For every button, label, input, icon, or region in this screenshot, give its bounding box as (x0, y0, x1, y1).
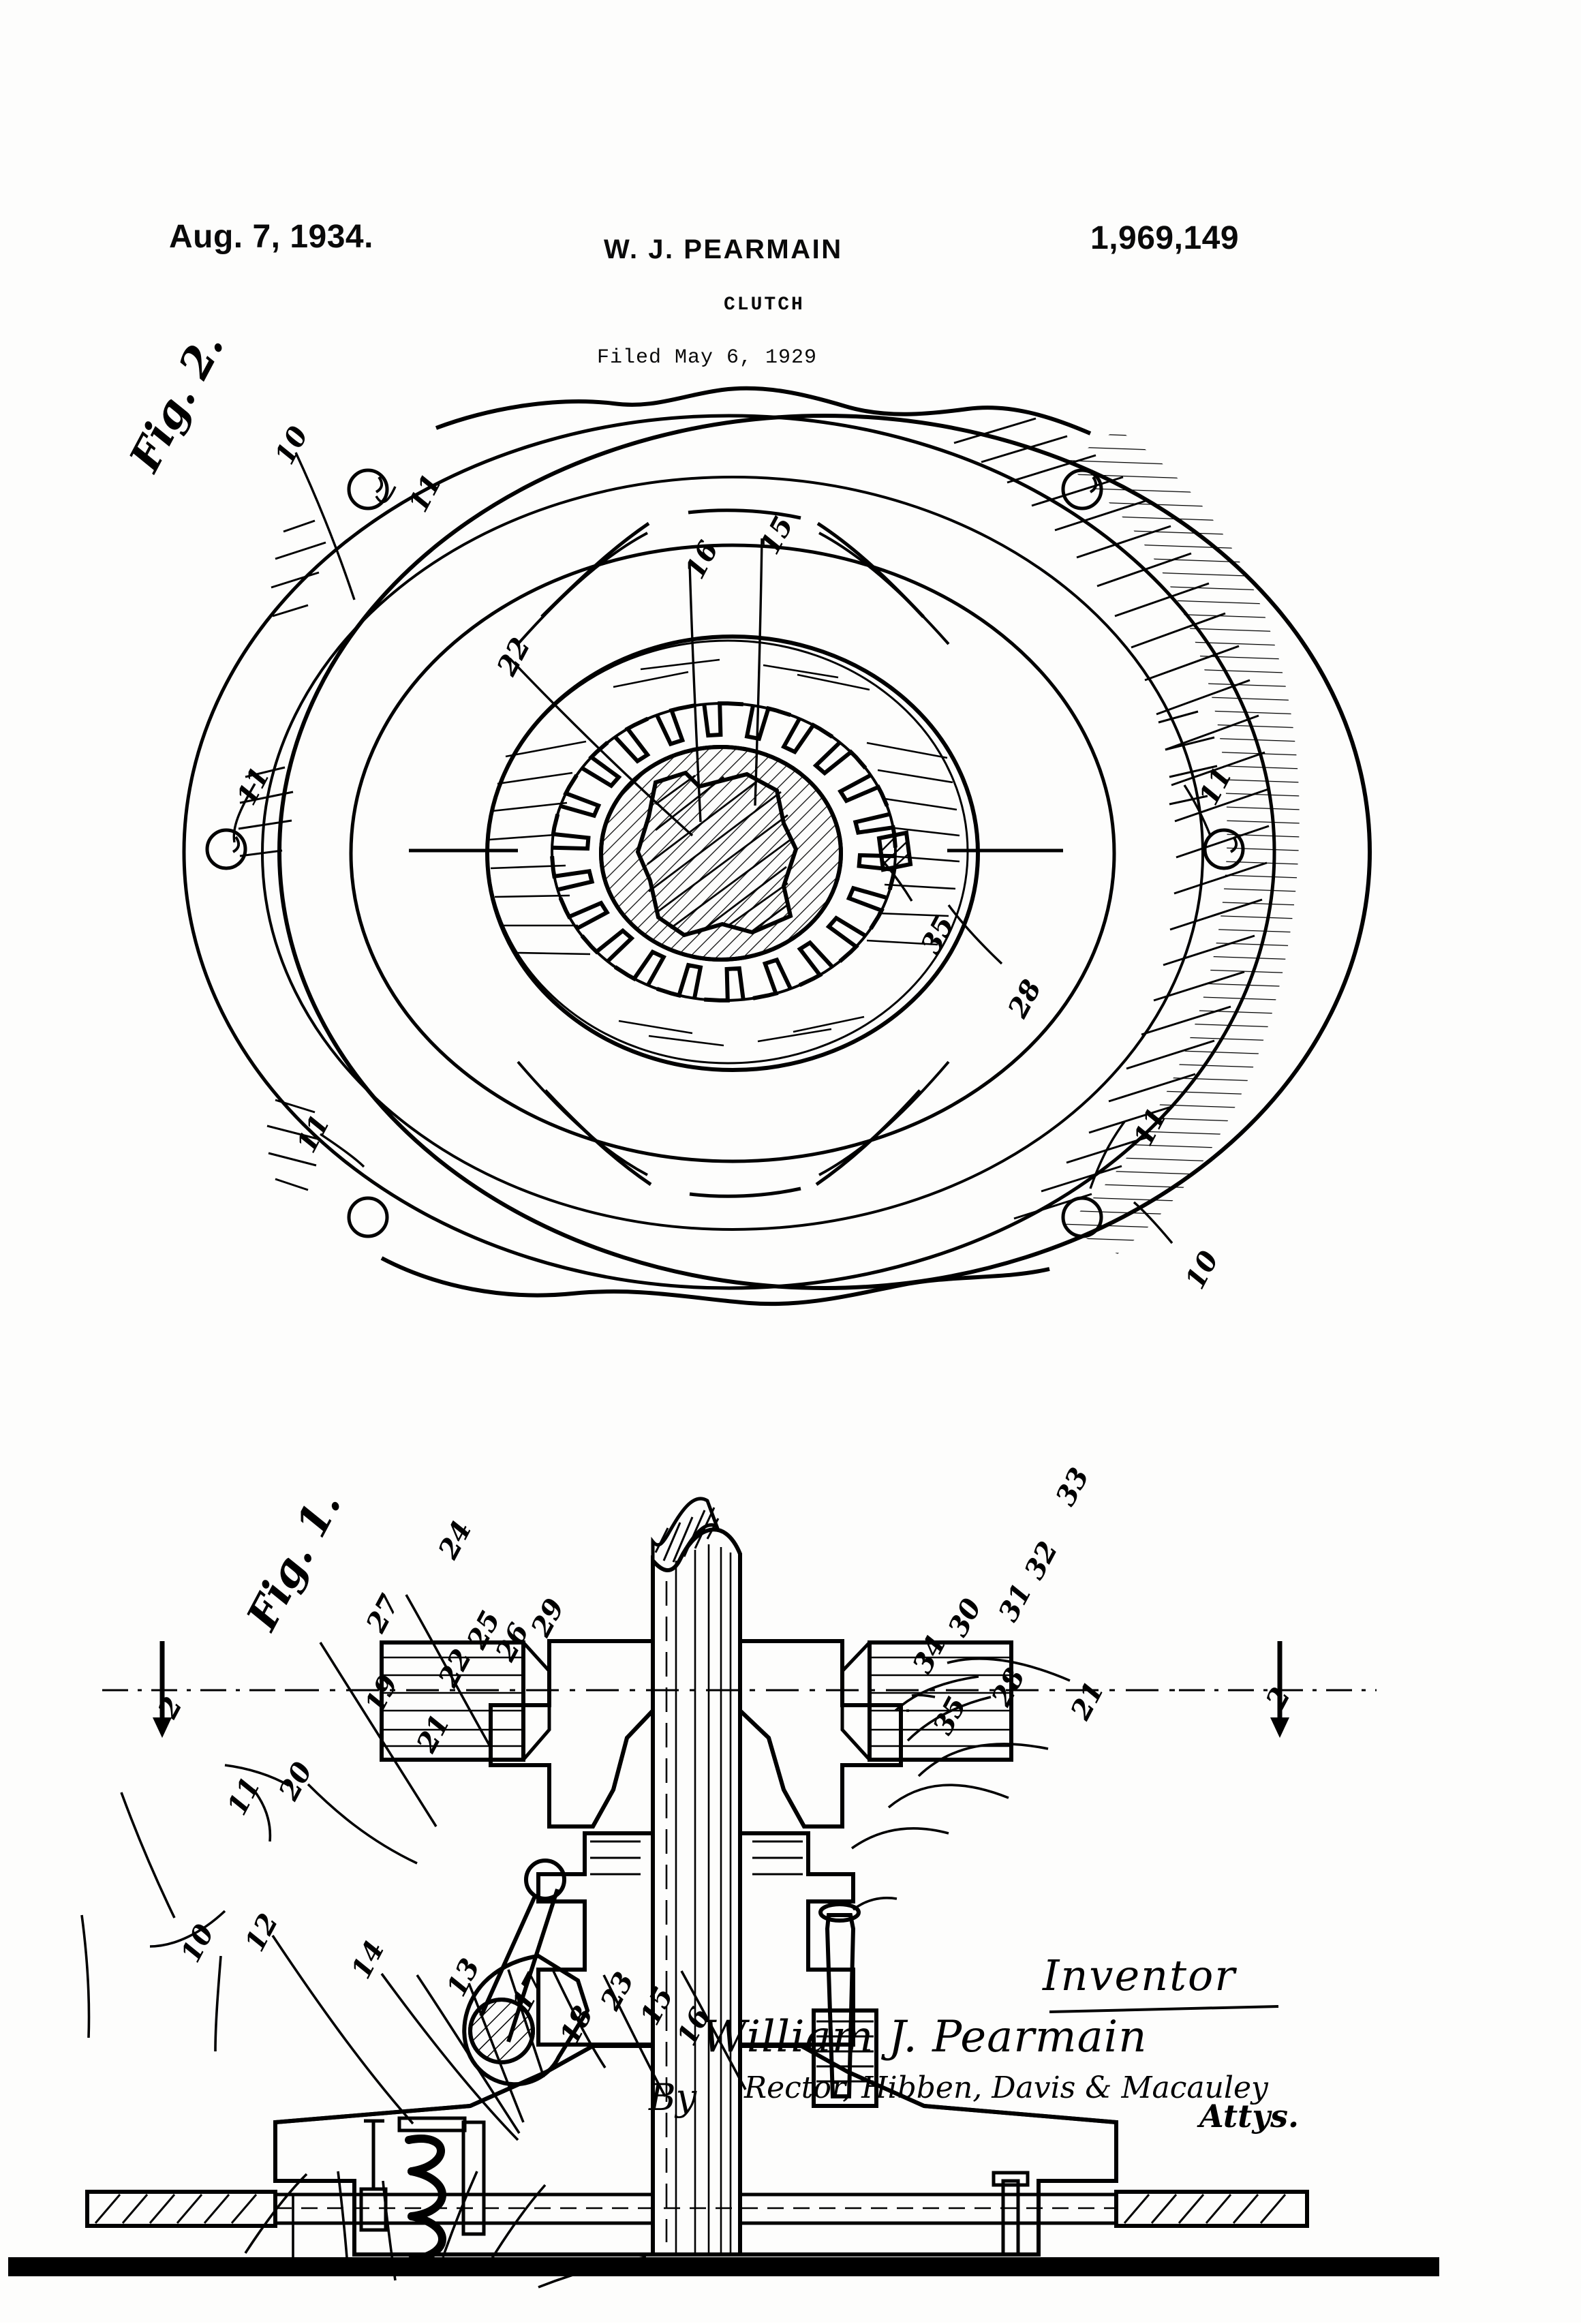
fig2-leaders (232, 452, 1212, 1244)
attys-label: Attys. (1199, 2098, 1300, 2135)
page-footer-bar (8, 2257, 1439, 2276)
fig1-flange-bolts (992, 2171, 1030, 2257)
fig1-shaft (651, 1497, 742, 2257)
fig2-flange-hatch (238, 519, 1218, 1191)
inventor-initials: W. J. PEARMAIN (604, 234, 843, 264)
figure-2-drawing (182, 386, 1372, 1306)
by-label: By (649, 2076, 697, 2119)
fig2-internal-gear-teeth (550, 701, 897, 1003)
inventor-heading: Inventor (1043, 1951, 1236, 2000)
fig1-lower-flange (85, 2044, 1309, 2257)
patent-title: CLUTCH (724, 294, 805, 316)
inventor-underline (1049, 2005, 1279, 2013)
inventor-signature: William J. Pearmain (702, 2012, 1148, 2062)
figure-1-drawing (80, 1497, 1377, 2289)
fig1-release-spring (359, 2116, 486, 2264)
patent-date: Aug. 7, 1934. (169, 219, 373, 255)
fig1-section-line-2-2 (102, 1641, 1377, 1738)
attorney-firm: Rector, Hibben, Davis & Macauley (744, 2070, 1268, 2105)
fig2-shaft-hatch (647, 774, 791, 935)
fig1-adjusting-screw (812, 1902, 878, 2108)
fig2-hub-web-hatch (489, 658, 960, 1047)
fig1-leaders (214, 1657, 1071, 2141)
fig2-bolt-holes (205, 468, 1245, 1238)
fig2-rim-shading (1063, 429, 1300, 1254)
filing-date: Filed May 6, 1929 (597, 346, 818, 369)
fig2-spoke-edges (517, 532, 950, 1176)
patent-number: 1,969,149 (1090, 220, 1240, 256)
